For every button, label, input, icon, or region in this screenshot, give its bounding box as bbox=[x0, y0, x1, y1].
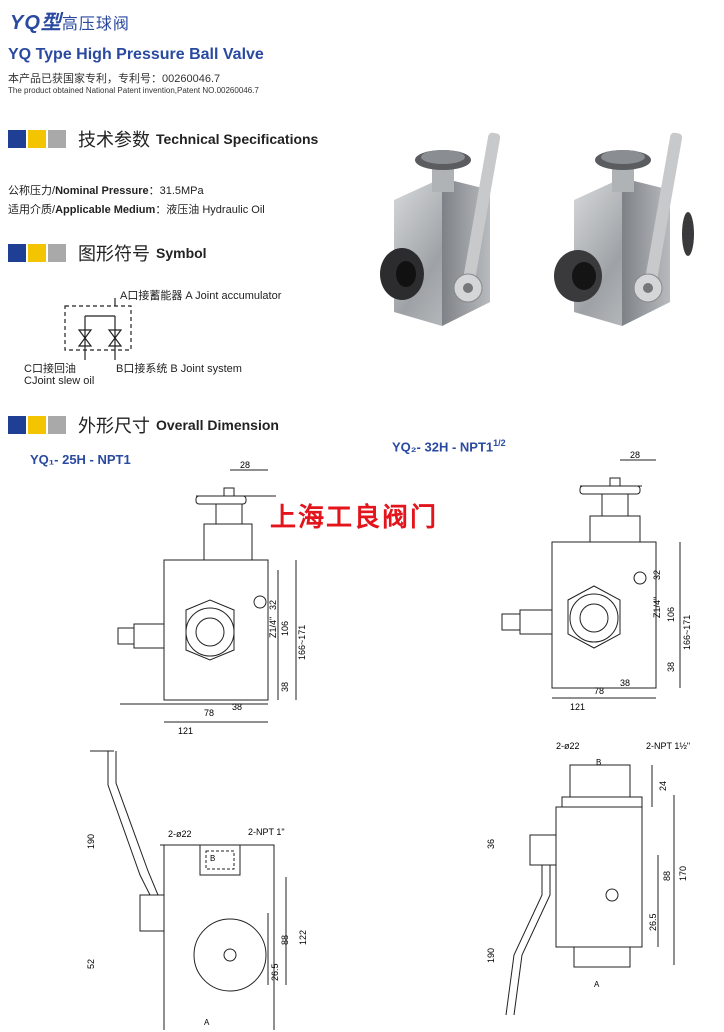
drawing-right-side: 36 190 24 88 170 26.5 2-ø22 2-NPT 1½" B … bbox=[486, 741, 690, 1016]
brand-latin: YQ bbox=[10, 12, 41, 34]
spec-pressure-value: ：31.5MPa bbox=[148, 185, 204, 197]
section-dimension-heading: 外形尺寸 Overall Dimension bbox=[8, 414, 279, 436]
spec-medium-en: Applicable Medium bbox=[55, 204, 156, 216]
dim-npt-r: 2-NPT 1½" bbox=[646, 741, 690, 751]
brand-cn-sub: 高压球阀 bbox=[61, 16, 130, 33]
port-b: B bbox=[210, 854, 215, 863]
grey-square bbox=[48, 130, 66, 148]
dim-106: 106 bbox=[280, 621, 290, 636]
port-a-r: A bbox=[594, 980, 600, 989]
watermark: 上海工良阀门 bbox=[270, 502, 439, 532]
dim-78-r: 78 bbox=[594, 686, 604, 696]
section-tech-heading: 技术参数 Technical Specifications bbox=[8, 128, 318, 150]
brand-cn: 型 bbox=[40, 12, 62, 34]
dim-26-r: 26.5 bbox=[648, 913, 658, 931]
section-dimension-en: Overall Dimension bbox=[156, 417, 279, 433]
dim-122: 122 bbox=[298, 930, 308, 945]
symbol-label-a: A口接蓄能器 A Joint accumulator bbox=[120, 290, 282, 302]
dim-32-r: 32 bbox=[652, 570, 662, 580]
drawing-left-front: 28 78 38 121 166~171 106 38 32 Z1/4" bbox=[117, 460, 307, 736]
dim-166-r: 166~171 bbox=[682, 615, 692, 650]
section-symbol-cn: 图形符号 bbox=[78, 244, 150, 264]
dim-36: 36 bbox=[486, 839, 496, 849]
dim-28-r: 28 bbox=[630, 450, 640, 460]
hydraulic-symbol bbox=[64, 298, 132, 360]
section-dimension-cn: 外形尺寸 bbox=[78, 416, 150, 436]
dim-170: 170 bbox=[678, 866, 688, 881]
brand-logo: YQ型高压球阀 bbox=[10, 6, 130, 35]
section-tech-en: Technical Specifications bbox=[156, 131, 319, 147]
dim-78: 78 bbox=[204, 708, 214, 718]
spec-pressure: 公称压力/Nominal Pressure：31.5MPa bbox=[8, 182, 204, 198]
yellow-square bbox=[28, 244, 46, 262]
port-b-r: B bbox=[596, 758, 601, 767]
symbol-label-b: B口接系统 B Joint system bbox=[116, 363, 242, 375]
blue-square bbox=[8, 130, 26, 148]
drawing-right-front: 28 78 38 121 166~171 106 38 32 Z1/4" bbox=[501, 450, 692, 712]
dim-38-v: 38 bbox=[280, 682, 290, 692]
grey-square bbox=[48, 244, 66, 262]
yellow-square bbox=[28, 416, 46, 434]
model-right-sup: 1/2 bbox=[493, 438, 506, 448]
model-left: YQ₁- 25H - NPT1 bbox=[30, 452, 131, 467]
dim-38-r: 38 bbox=[620, 678, 630, 688]
yellow-square bbox=[28, 130, 46, 148]
section-symbol-heading: 图形符号 Symbol bbox=[8, 242, 207, 264]
dim-88: 88 bbox=[280, 935, 290, 945]
port-a: A bbox=[204, 1018, 210, 1027]
dim-z14: Z1/4" bbox=[268, 617, 278, 638]
dim-190-r: 190 bbox=[486, 948, 496, 963]
dim-121: 121 bbox=[178, 726, 193, 736]
dim-24: 24 bbox=[658, 781, 668, 791]
symbol-label-c1: C口接回油 bbox=[24, 363, 76, 375]
spec-medium: 适用介质/Applicable Medium：液压油 Hydraulic Oil bbox=[8, 201, 265, 217]
dim-26: 26.5 bbox=[270, 963, 280, 981]
valve-photo-1 bbox=[380, 132, 501, 326]
dim-38: 38 bbox=[232, 702, 242, 712]
dim-190: 190 bbox=[86, 834, 96, 849]
product-photos bbox=[380, 132, 694, 326]
dim-32: 32 bbox=[268, 600, 278, 610]
dim-2-phi22: 2-ø22 bbox=[168, 829, 192, 839]
dim-106-r: 106 bbox=[666, 607, 676, 622]
drawing-left-side: 190 52 88 122 26.5 2-ø22 2-NPT 1" B A bbox=[86, 750, 308, 1030]
model-right: YQ₂- 32H - NPT11/2 bbox=[392, 438, 506, 454]
dim-28: 28 bbox=[240, 460, 250, 470]
patent-en: The product obtained National Patent inv… bbox=[8, 86, 259, 95]
grey-square bbox=[48, 416, 66, 434]
dim-38-rv: 38 bbox=[666, 662, 676, 672]
page-title: YQ Type High Pressure Ball Valve bbox=[8, 46, 264, 63]
dim-166: 166~171 bbox=[297, 625, 307, 660]
symbol-label-c2: CJoint slew oil bbox=[24, 375, 95, 387]
blue-square bbox=[8, 244, 26, 262]
dim-88-r: 88 bbox=[662, 871, 672, 881]
section-symbol-en: Symbol bbox=[156, 245, 207, 261]
dim-52: 52 bbox=[86, 959, 96, 969]
spec-medium-cn: 适用介质/ bbox=[8, 204, 56, 216]
blue-square bbox=[8, 416, 26, 434]
model-right-text: YQ₂- 32H - NPT1 bbox=[392, 439, 494, 455]
patent-cn: 本产品已获国家专利，专利号：00260046.7 bbox=[8, 73, 221, 85]
spec-pressure-en: Nominal Pressure bbox=[55, 185, 149, 197]
dim-npt: 2-NPT 1" bbox=[248, 827, 285, 837]
dim-z14-r: Z1/4" bbox=[652, 597, 662, 618]
dim-121-r: 121 bbox=[570, 702, 585, 712]
valve-photo-2 bbox=[554, 132, 694, 326]
spec-medium-value: ：液压油 Hydraulic Oil bbox=[155, 204, 265, 216]
spec-pressure-cn: 公称压力/ bbox=[8, 185, 56, 197]
section-tech-cn: 技术参数 bbox=[78, 130, 150, 150]
dim-2-phi22-r: 2-ø22 bbox=[556, 741, 580, 751]
